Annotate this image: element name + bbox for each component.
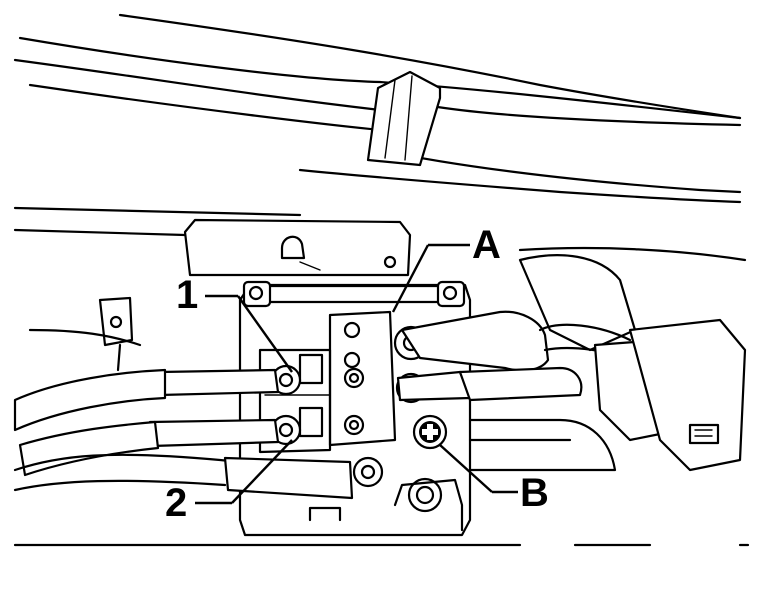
callout-label-b: B	[520, 471, 549, 515]
plus-terminal-icon	[412, 414, 448, 450]
vehicle-body-beam	[13, 13, 742, 237]
fuse-box	[238, 280, 472, 537]
callout-label-2: 2	[165, 481, 187, 525]
cables	[13, 246, 747, 500]
mounting-bracket	[183, 218, 412, 277]
callout-label-1: 1	[176, 273, 198, 317]
callout-label-a: A	[472, 223, 501, 267]
leader-lines	[195, 243, 518, 505]
